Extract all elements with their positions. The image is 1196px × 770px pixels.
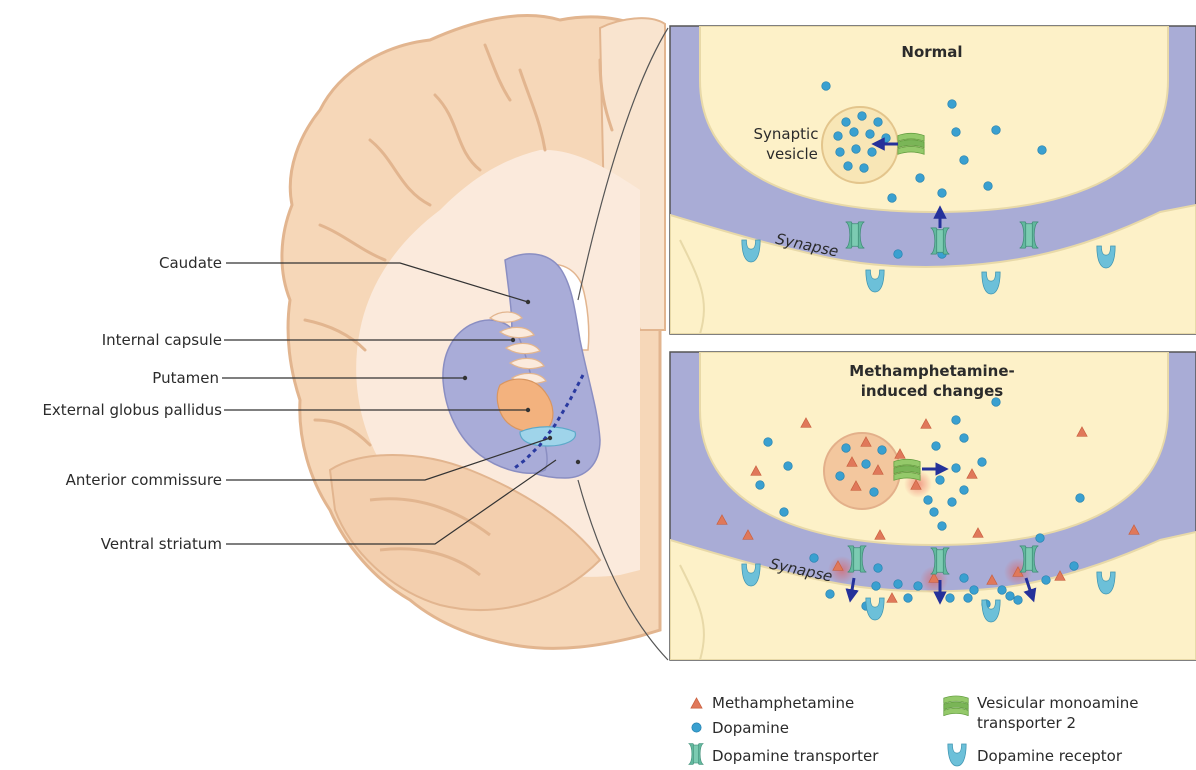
vmat2-icon-legend: [944, 696, 969, 716]
synaptic-vesicle-label-1: Synaptic: [754, 125, 819, 143]
legend-dopamine-transporter: Dopamine transporter: [712, 747, 879, 765]
label-external-globus-pallidus: External globus pallidus: [42, 401, 222, 419]
legend-vmat2-line2: transporter 2: [977, 714, 1076, 732]
label-anterior-commissure: Anterior commissure: [66, 471, 222, 489]
dopamine-dot-icon: [692, 723, 701, 732]
panel-meth-title-2: induced changes: [861, 382, 1004, 400]
methamphetamine-triangle-icon: [691, 698, 702, 708]
legend-methamphetamine: Methamphetamine: [712, 694, 854, 712]
label-ventral-striatum: Ventral striatum: [101, 535, 222, 553]
legend: Methamphetamine Dopamine Dopamine transp…: [689, 694, 1139, 766]
synaptic-vesicle-label-2: vesicle: [766, 145, 818, 163]
panel-meth: Methamphetamine- induced changes Synapse: [670, 352, 1196, 660]
label-caudate: Caudate: [159, 254, 222, 272]
dopamine-transporter-icon: [689, 744, 704, 765]
legend-vmat2-line1: Vesicular monoamine: [977, 694, 1139, 712]
legend-dopamine-receptor: Dopamine receptor: [977, 747, 1123, 765]
vmat2-icon-meth: [894, 459, 920, 480]
vmat2-icon: [898, 133, 924, 154]
brain-section: [282, 16, 665, 649]
label-putamen: Putamen: [152, 369, 219, 387]
panel-normal: Normal Synaptic vesicle Synapse: [670, 26, 1196, 334]
panel-meth-title-1: Methamphetamine-: [849, 362, 1014, 380]
panel-normal-title: Normal: [901, 43, 962, 61]
anterior-commissure-region: [520, 427, 575, 446]
label-internal-capsule: Internal capsule: [102, 331, 222, 349]
dopamine-receptor-icon: [948, 744, 966, 766]
legend-dopamine: Dopamine: [712, 719, 789, 737]
